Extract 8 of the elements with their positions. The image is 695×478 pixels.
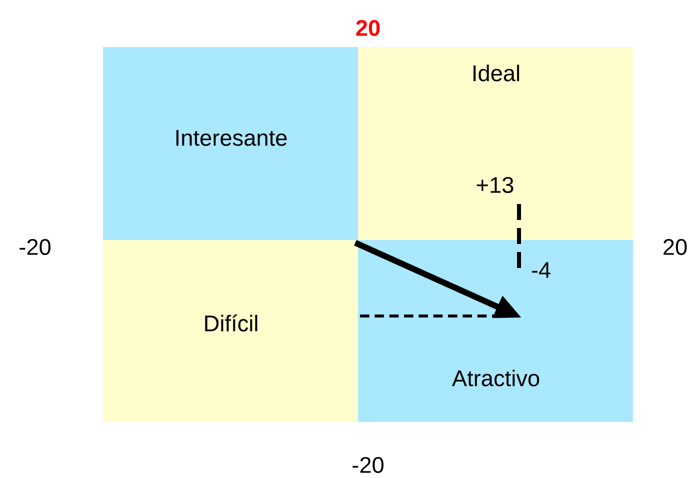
axis-label: +13 — [476, 176, 514, 194]
axis-label: -20 — [20, 238, 50, 256]
axis-label: 20 — [664, 238, 687, 256]
axis-label: -4 — [532, 262, 550, 278]
quadrant-box: Difícil — [103, 240, 358, 422]
axis-label: -20 — [352, 456, 384, 474]
quadrant-box: Interesante — [103, 47, 358, 240]
axis-label: 20 — [356, 20, 380, 36]
